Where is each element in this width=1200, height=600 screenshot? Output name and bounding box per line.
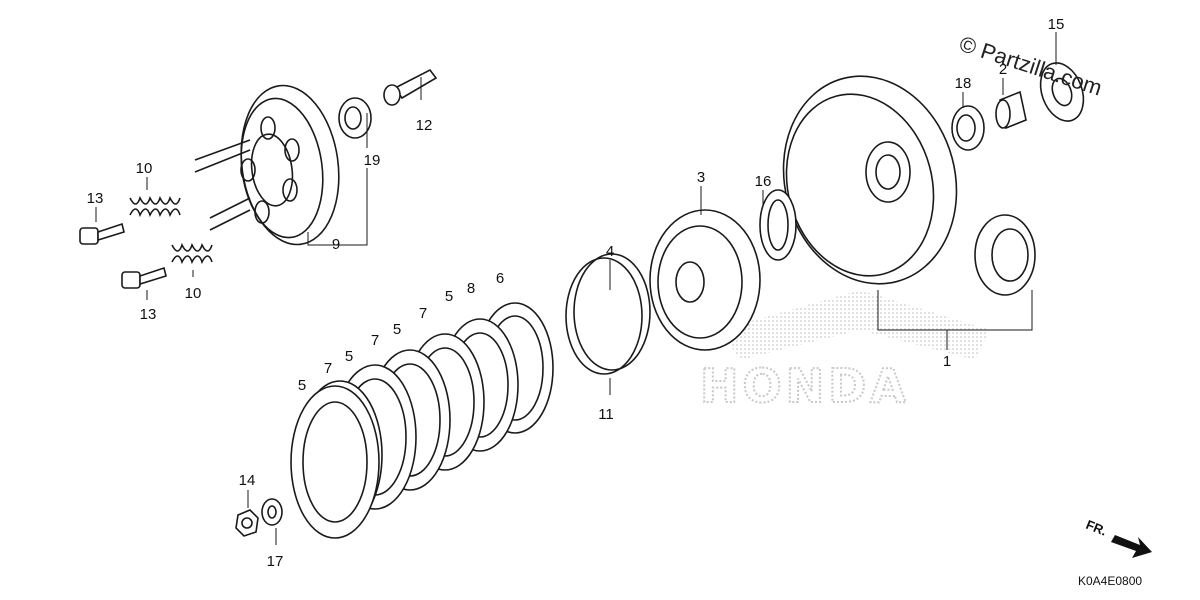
clutch-center xyxy=(649,209,761,351)
callout-10-lower: 10 xyxy=(185,285,202,302)
clutch-plate-stack xyxy=(290,302,554,539)
callout-19: 19 xyxy=(364,152,381,169)
leader-lines xyxy=(95,32,1057,545)
callout-13-lower: 13 xyxy=(140,306,157,323)
callout-7-c: 7 xyxy=(324,360,332,377)
callout-4: 4 xyxy=(606,243,614,260)
front-direction-indicator: FR. xyxy=(1084,517,1152,558)
callout-8: 8 xyxy=(467,280,475,297)
lifter-rod xyxy=(383,68,438,106)
callout-2: 2 xyxy=(999,61,1007,78)
front-arrow-icon xyxy=(1111,535,1152,558)
callout-13-upper: 13 xyxy=(87,190,104,207)
callout-18: 18 xyxy=(955,75,972,92)
clutch-spring-upper xyxy=(129,195,181,218)
callout-16: 16 xyxy=(755,173,772,190)
honda-brand-text: HONDA xyxy=(700,359,910,413)
callout-7-a: 7 xyxy=(419,305,427,322)
pressure-plate xyxy=(194,84,340,246)
callout-17: 17 xyxy=(267,553,284,570)
needle-bearing xyxy=(951,105,985,151)
washer xyxy=(759,189,797,261)
lock-nut xyxy=(235,509,259,537)
callout-5-b: 5 xyxy=(393,321,401,338)
nut-washer xyxy=(261,498,283,526)
clutch-spring-lower xyxy=(171,242,213,265)
bearing xyxy=(338,97,372,139)
front-direction-label: FR. xyxy=(1084,517,1109,539)
callout-10-upper: 10 xyxy=(136,160,153,177)
callout-11: 11 xyxy=(598,406,614,423)
primary-driven-gear xyxy=(974,214,1036,296)
callout-6: 6 xyxy=(496,270,504,287)
judder-spring-seat xyxy=(565,253,651,375)
thrust-washer xyxy=(1039,62,1085,122)
callout-7-b: 7 xyxy=(371,332,379,349)
callout-labels: 15 18 2 12 19 10 13 9 10 13 3 16 4 11 1 … xyxy=(87,16,1065,570)
callout-3: 3 xyxy=(697,169,705,186)
callout-12: 12 xyxy=(416,117,433,134)
callout-5-d: 5 xyxy=(298,377,306,394)
partzilla-watermark: © Partzilla.com xyxy=(956,31,1105,101)
clutch-outer-basket xyxy=(782,75,958,285)
callout-14: 14 xyxy=(239,472,256,489)
bolt-upper xyxy=(79,222,125,245)
callout-15: 15 xyxy=(1048,16,1065,33)
callout-9: 9 xyxy=(332,236,340,253)
callout-5-c: 5 xyxy=(345,348,353,365)
honda-logo-watermark: HONDA xyxy=(699,290,990,414)
callout-5-a: 5 xyxy=(445,288,453,305)
bolt-lower xyxy=(121,266,167,289)
diagram-code: K0A4E0800 xyxy=(1078,574,1142,588)
callout-1: 1 xyxy=(943,353,951,370)
collar xyxy=(995,90,1027,130)
